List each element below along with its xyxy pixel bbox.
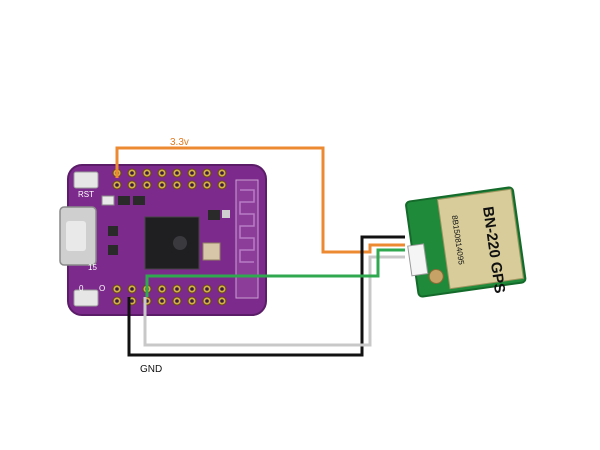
header-pin-hole xyxy=(190,171,194,175)
header-pin-hole xyxy=(130,183,134,187)
gnd-wire xyxy=(127,235,405,357)
light-wire xyxy=(143,255,405,347)
header-pin-hole xyxy=(130,171,134,175)
header-pin-hole xyxy=(115,299,119,303)
signal-wire xyxy=(145,248,405,297)
header-pin-hole xyxy=(130,287,134,291)
header-pin-hole xyxy=(115,183,119,187)
pin-label-15: 15 xyxy=(88,263,97,272)
header-pin-hole xyxy=(160,183,164,187)
gps-module: BN-220 GPS 8B150814095 xyxy=(405,186,527,298)
header-pin-hole xyxy=(220,171,224,175)
pin-label-0: 0 xyxy=(79,284,84,293)
rst-label: RST xyxy=(78,190,94,199)
header-pin-hole xyxy=(205,183,209,187)
header-pin-hole xyxy=(175,183,179,187)
rst-button xyxy=(73,171,99,189)
mcu-chip xyxy=(144,216,200,270)
header-pin-hole xyxy=(115,287,119,291)
header-pin-hole xyxy=(220,287,224,291)
esp32-board: RST 15 0 O xyxy=(59,164,267,316)
boot-button xyxy=(73,289,99,307)
header-pin-hole xyxy=(190,287,194,291)
gnd-label: GND xyxy=(140,364,162,375)
header-pin-hole xyxy=(205,171,209,175)
wires xyxy=(115,146,405,357)
crystal xyxy=(202,242,221,261)
header-pin-hole xyxy=(175,287,179,291)
header-pin-hole xyxy=(175,171,179,175)
header-pin-hole xyxy=(205,287,209,291)
header-pin-hole xyxy=(160,299,164,303)
vcc-wire xyxy=(115,146,405,254)
gps-connector xyxy=(407,243,429,277)
header-pin-hole xyxy=(175,299,179,303)
vcc-label: 3.3v xyxy=(170,137,189,148)
header-pin-hole xyxy=(160,287,164,291)
header-pin-hole xyxy=(220,183,224,187)
header-pin-hole xyxy=(220,299,224,303)
header-pin-hole xyxy=(130,299,134,303)
header-pin-hole xyxy=(205,299,209,303)
pin-label-o: O xyxy=(99,284,105,293)
header-pin-hole xyxy=(145,183,149,187)
header-pin-hole xyxy=(145,171,149,175)
header-pin-hole xyxy=(160,171,164,175)
header-pin-hole xyxy=(190,299,194,303)
header-pin-hole xyxy=(190,183,194,187)
